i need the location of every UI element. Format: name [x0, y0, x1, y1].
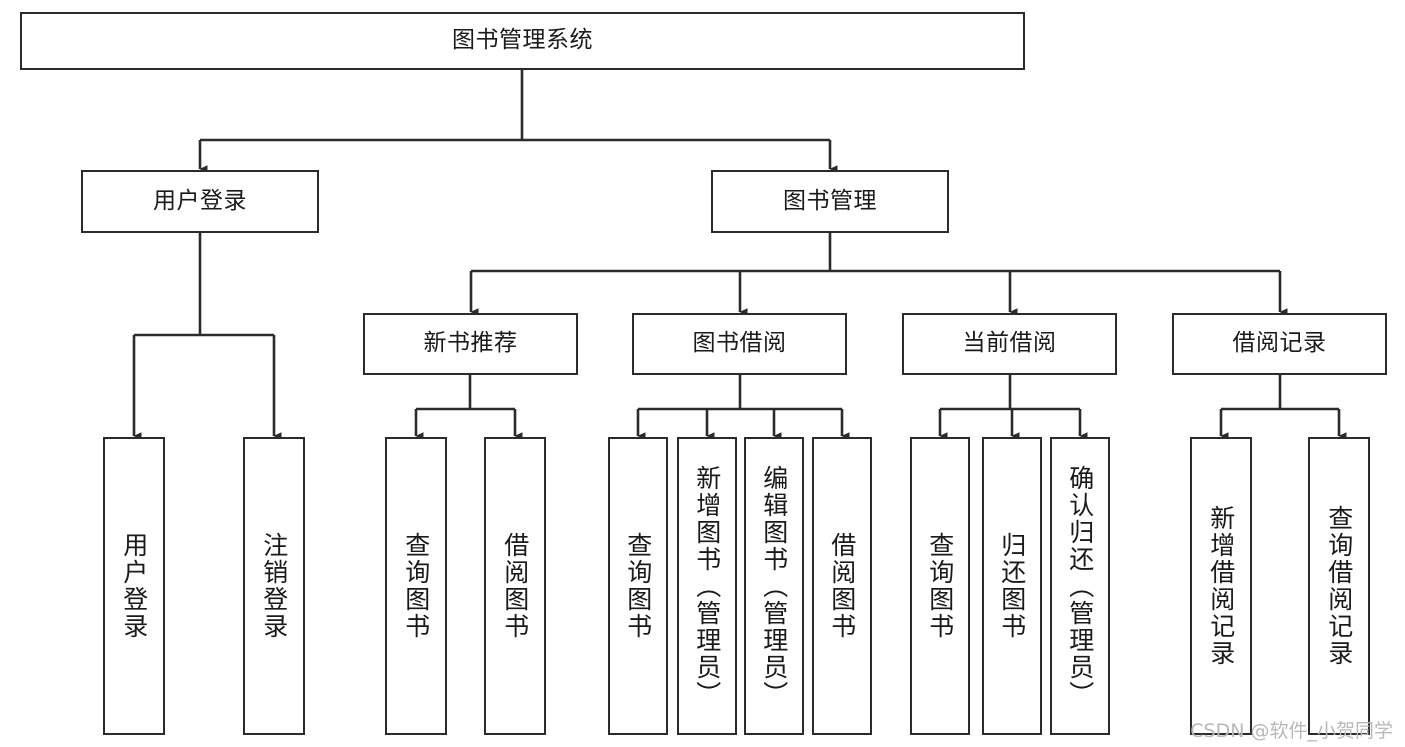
node-box-l2-a[interactable]: 新书推荐 — [363, 313, 578, 375]
node-box-l2-d[interactable]: 借阅记录 — [1172, 313, 1387, 375]
node-label: 借阅图书 — [827, 532, 857, 640]
node-label: 新增图书（管理员） — [692, 464, 722, 708]
node-box-leaf-2[interactable]: 注销登录 — [243, 437, 305, 735]
node-box-leaf-6[interactable]: 新增图书（管理员） — [677, 437, 737, 735]
csdn-watermark: CSDN @软件_小贺同学 — [1190, 720, 1393, 742]
node-box-l2-b[interactable]: 图书借阅 — [632, 313, 847, 375]
node-label: 查询图书 — [401, 532, 431, 640]
node-box-leaf-11[interactable]: 确认归还（管理员） — [1050, 437, 1110, 735]
node-box-l2-c[interactable]: 当前借阅 — [902, 313, 1117, 375]
node-label: 查询借阅记录 — [1324, 505, 1354, 667]
node-label: 用户登录 — [153, 187, 247, 214]
node-box-l1-a[interactable]: 用户登录 — [81, 170, 319, 233]
node-label: 当前借阅 — [962, 330, 1057, 357]
node-label: 归还图书 — [997, 532, 1027, 640]
node-label: 用户登录 — [119, 532, 149, 640]
node-box-l1-b[interactable]: 图书管理 — [711, 170, 949, 233]
node-label: 借阅记录 — [1232, 330, 1327, 357]
node-box-leaf-5[interactable]: 查询图书 — [608, 437, 668, 735]
node-label: 借阅图书 — [500, 532, 530, 640]
node-label: 查询图书 — [623, 532, 653, 640]
node-label: 确认归还（管理员） — [1065, 464, 1095, 708]
node-box-leaf-13[interactable]: 查询借阅记录 — [1308, 437, 1370, 735]
node-box-leaf-4[interactable]: 借阅图书 — [484, 437, 546, 735]
node-label: 编辑图书（管理员） — [759, 464, 789, 708]
node-box-root[interactable]: 图书管理系统 — [20, 12, 1025, 70]
node-label: 新增借阅记录 — [1206, 505, 1236, 667]
node-label: 图书管理 — [783, 187, 877, 214]
node-label: 图书管理系统 — [452, 27, 593, 54]
node-box-leaf-9[interactable]: 查询图书 — [910, 437, 970, 735]
node-label: 图书借阅 — [692, 330, 787, 357]
node-label: 注销登录 — [259, 532, 289, 640]
node-label: 新书推荐 — [423, 330, 518, 357]
node-box-leaf-1[interactable]: 用户登录 — [103, 437, 165, 735]
node-box-leaf-7[interactable]: 编辑图书（管理员） — [744, 437, 804, 735]
node-box-leaf-3[interactable]: 查询图书 — [385, 437, 447, 735]
node-box-leaf-12[interactable]: 新增借阅记录 — [1190, 437, 1252, 735]
node-box-leaf-8[interactable]: 借阅图书 — [812, 437, 872, 735]
node-box-leaf-10[interactable]: 归还图书 — [982, 437, 1042, 735]
node-label: 查询图书 — [925, 532, 955, 640]
